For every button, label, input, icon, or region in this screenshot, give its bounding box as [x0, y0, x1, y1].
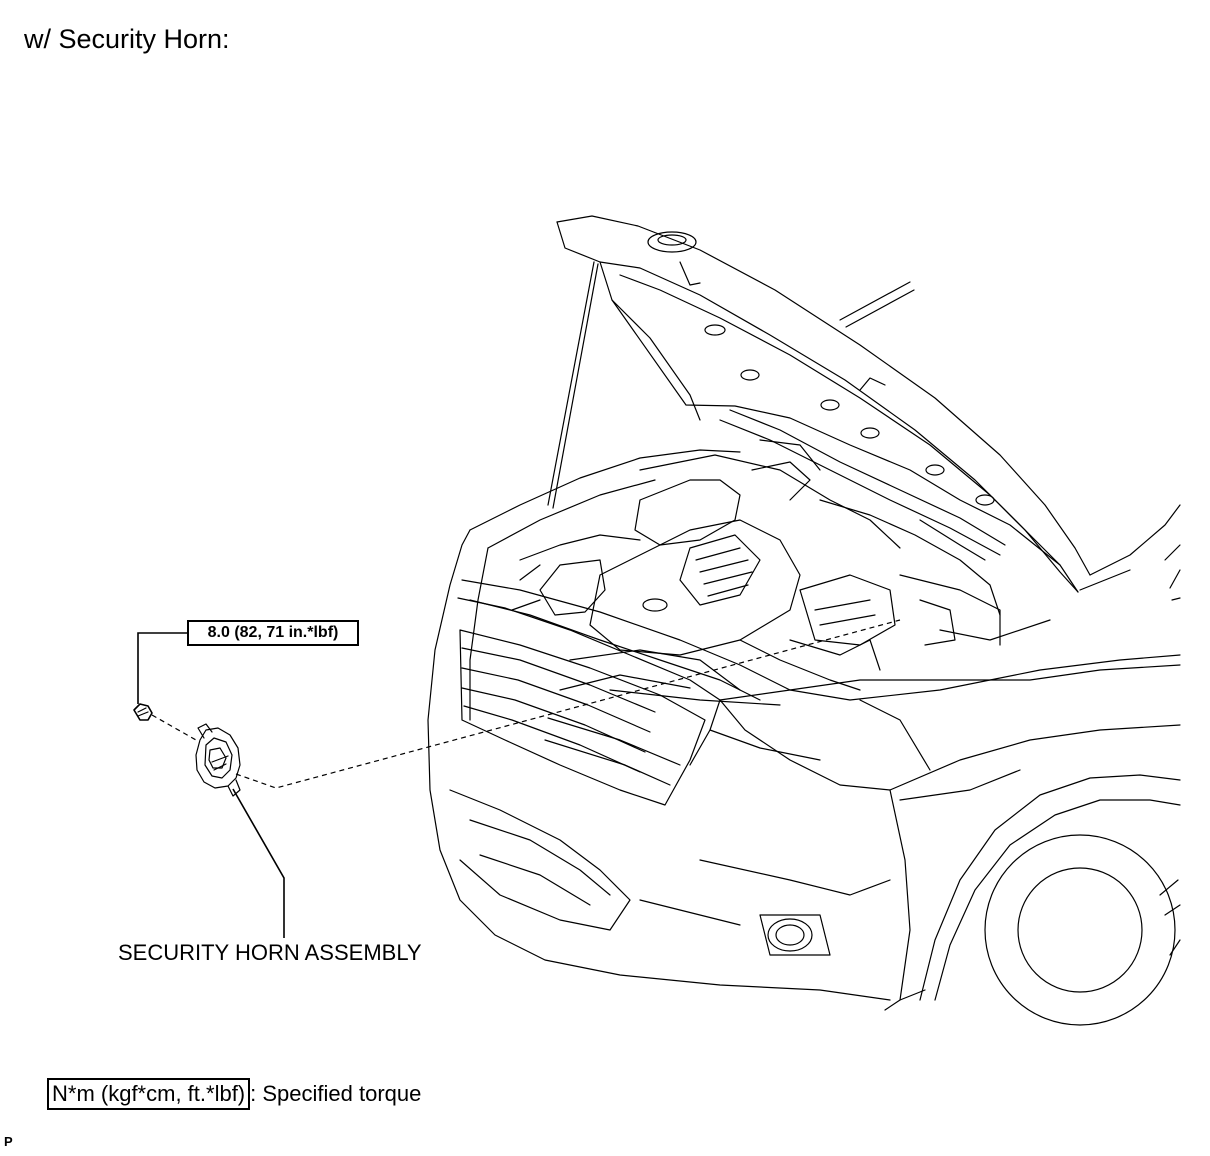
hood — [556, 215, 1091, 593]
fog-lamp — [767, 918, 813, 952]
legend-unit-box: N*m (kgf*cm, ft.*lbf) — [47, 1078, 251, 1110]
hood-prop-rod — [547, 261, 599, 509]
torque-legend: N*m (kgf*cm, ft.*lbf) : Specified torque — [47, 1078, 421, 1110]
wheel-arch — [919, 774, 1181, 1001]
bolt — [133, 703, 153, 721]
torque-leader-line — [137, 632, 187, 704]
tire — [984, 834, 1176, 1026]
engine-bay — [469, 439, 1051, 706]
torque-callout: 8.0 (82, 71 in.*lbf) — [187, 620, 359, 646]
engine-cover — [589, 519, 801, 656]
headlight — [719, 664, 1181, 701]
part-leader-line — [232, 788, 285, 938]
page-heading: w/ Security Horn: — [24, 24, 230, 54]
vehicle-body — [427, 504, 1181, 1026]
corner-mark: P — [4, 1134, 13, 1149]
legend-description: : Specified torque — [250, 1081, 422, 1106]
security-horn-label: SECURITY HORN ASSEMBLY — [118, 940, 422, 965]
security-horn-assembly — [195, 723, 241, 797]
grille — [459, 629, 706, 806]
